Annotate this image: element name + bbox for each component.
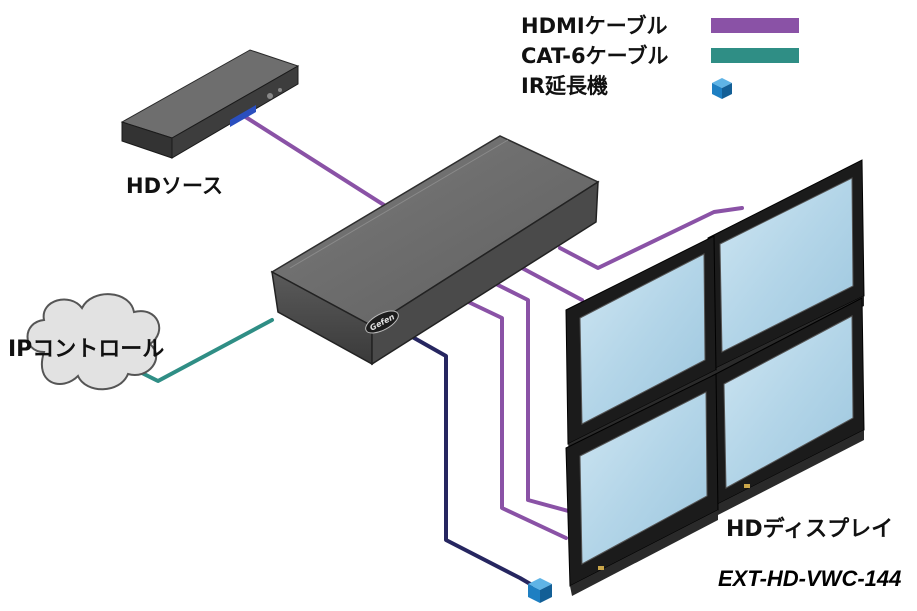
legend: HDMIケーブル CAT-6ケーブル IR延長機 xyxy=(521,14,799,99)
legend-cat6-label: CAT-6ケーブル xyxy=(521,44,668,68)
hdmi-cable-source xyxy=(242,114,386,207)
ir-cable xyxy=(398,328,534,587)
ip-control-label: IPコントロール xyxy=(8,337,164,362)
display-bottom-right xyxy=(711,297,865,516)
legend-ir-label: IR延長機 xyxy=(521,74,608,98)
hdmi-cable-display-top-left xyxy=(520,266,584,302)
hdmi-cable-display-top-right xyxy=(558,206,744,270)
ir-extender-cube-icon xyxy=(528,578,552,603)
legend-cat6-swatch xyxy=(711,48,799,63)
hdmi-cable-display-bottom-left xyxy=(494,282,574,514)
legend-ir-extender-cube-icon xyxy=(712,78,732,99)
device-logo: Gefen xyxy=(365,310,399,334)
legend-hdmi-label: HDMIケーブル xyxy=(521,14,667,38)
cat6-cable xyxy=(138,318,274,383)
legend-hdmi-swatch xyxy=(711,18,799,33)
display-wall xyxy=(565,159,865,596)
video-wall-controller: Gefen xyxy=(270,135,600,366)
hdmi-cable-display-bottom-right xyxy=(458,296,568,540)
hd-source-label: HDソース xyxy=(126,174,223,198)
cloud-icon xyxy=(26,293,161,391)
display-bottom-left xyxy=(565,373,719,596)
hd-displays-label: HDディスプレイ xyxy=(726,516,893,542)
model-number: EXT-HD-VWC-144 xyxy=(718,566,901,591)
cables xyxy=(138,114,744,587)
hd-source-device xyxy=(120,49,300,159)
hd-source-display-panel xyxy=(230,105,256,127)
